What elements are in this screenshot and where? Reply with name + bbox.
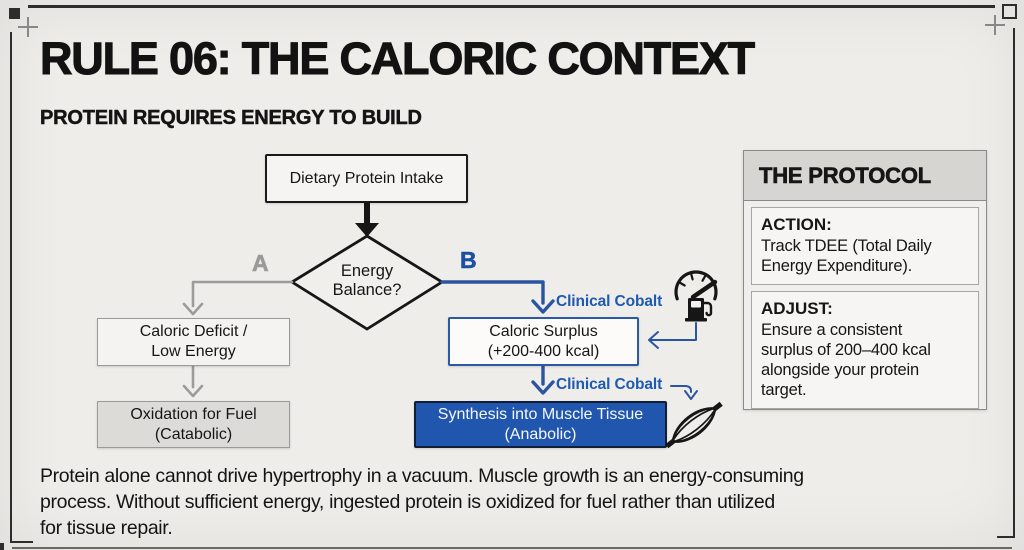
register-square-filled-icon <box>9 8 20 19</box>
branch-b-connector <box>440 280 555 395</box>
arrow-annotation-to-muscle <box>670 385 698 400</box>
fuel-gauge-icon <box>674 270 718 322</box>
protocol-action-label: ACTION: <box>761 215 832 234</box>
protocol-adjust-label: ADJUST: <box>761 299 833 318</box>
protocol-panel-title: THE PROTOCOL <box>744 151 986 201</box>
node-label: Caloric Surplus (+200-400 kcal) <box>487 322 600 360</box>
node-label: Oxidation for Fuel (Catabolic) <box>130 405 257 443</box>
arrow-dietary-to-decision <box>355 203 379 237</box>
protocol-section-action: ACTION: Track TDEE (Total Daily Energy E… <box>751 207 979 285</box>
decision-diamond-shape <box>289 234 445 331</box>
frame-bottom-right-foot <box>997 536 1015 538</box>
frame-bottom-left-foot <box>10 541 33 543</box>
annotation-clinical-cobalt-synthesis: Clinical Cobalt <box>556 376 663 393</box>
frame-top-line <box>28 5 995 8</box>
page-subtitle: PROTEIN REQUIRES ENERGY TO BUILD <box>40 107 423 130</box>
annotation-clinical-cobalt-surplus: Clinical Cobalt <box>556 293 663 310</box>
node-label: Dietary Protein Intake <box>289 169 444 187</box>
frame-right-line <box>1013 28 1015 536</box>
node-energy-balance-decision: Energy Balance? <box>332 262 402 299</box>
muscle-fiber-icon <box>665 401 723 449</box>
node-oxidation-for-fuel: Oxidation for Fuel (Catabolic) <box>97 401 290 448</box>
node-synthesis-muscle-tissue: Synthesis into Muscle Tissue (Anabolic) <box>414 401 667 448</box>
node-dietary-protein-intake: Dietary Protein Intake <box>265 154 468 203</box>
branch-a-connector <box>182 280 294 398</box>
frame-bottom-left-nub <box>0 543 4 550</box>
node-label: Caloric Deficit / Low Energy <box>139 323 248 360</box>
branch-b-label: B <box>460 247 477 274</box>
register-square-outline-icon <box>1002 4 1017 19</box>
node-label: Synthesis into Muscle Tissue (Anabolic) <box>437 405 644 443</box>
frame-left-line <box>10 32 12 541</box>
frame-bottom-line <box>12 547 1012 549</box>
protocol-panel: THE PROTOCOL ACTION: Track TDEE (Total D… <box>743 150 987 410</box>
crosshair-top-left-icon <box>27 17 29 37</box>
footer-summary-text: Protein alone cannot drive hypertrophy i… <box>40 465 804 539</box>
protocol-adjust-text: Ensure a consistent surplus of 200–400 k… <box>761 321 931 399</box>
protocol-section-adjust: ADJUST: Ensure a consistent surplus of 2… <box>751 291 979 409</box>
page-title: RULE 06: THE CALORIC CONTEXT <box>40 33 756 85</box>
crosshair-top-right-icon <box>994 15 996 35</box>
arrow-fuel-to-surplus <box>648 322 697 349</box>
branch-a-label: A <box>252 250 269 277</box>
protocol-action-text: Track TDEE (Total Daily Energy Expenditu… <box>761 237 932 275</box>
node-caloric-deficit: Caloric Deficit / Low Energy <box>97 318 290 366</box>
node-caloric-surplus: Caloric Surplus (+200-400 kcal) <box>448 317 639 366</box>
